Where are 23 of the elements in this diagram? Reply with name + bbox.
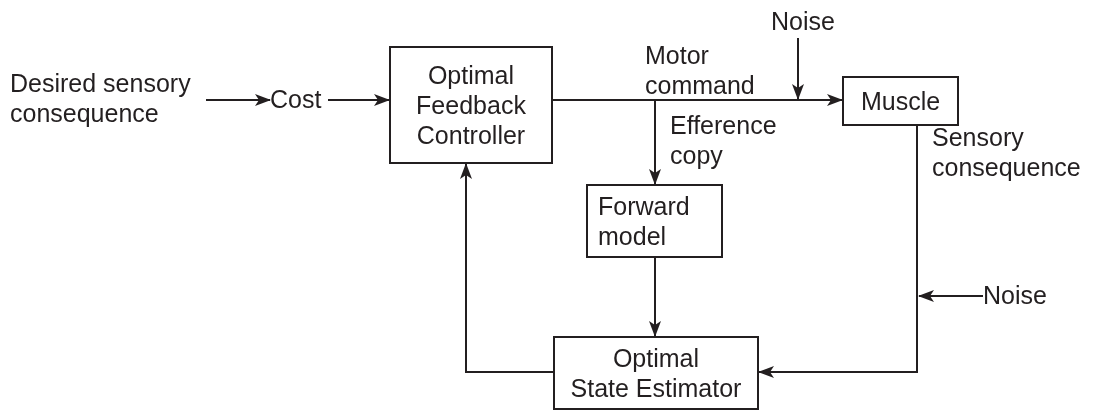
text-label: Cost: [270, 84, 328, 116]
arrow: [918, 290, 984, 302]
edge-label: Motor command: [645, 40, 756, 100]
text-label: Noise: [771, 6, 837, 38]
process-box: [553, 336, 759, 410]
box-label: Muscle: [860, 86, 941, 116]
process-box: [842, 76, 959, 126]
box-label: Optimal State Estimator: [570, 343, 742, 403]
arrow: [205, 94, 271, 106]
process-box: [586, 184, 723, 258]
arrow: [460, 163, 554, 373]
arrow: [649, 257, 661, 337]
text-label: Desired sensory consequence: [10, 68, 206, 130]
arrow: [327, 94, 390, 106]
arrow: [758, 125, 918, 378]
arrow: [552, 99, 661, 185]
process-box: [389, 46, 553, 164]
text-label: Noise: [983, 280, 1051, 312]
box-label: Optimal Feedback Controller: [415, 60, 527, 150]
box-label: Forward model: [598, 191, 691, 251]
edge-label: Efference copy: [670, 110, 778, 170]
arrow: [792, 37, 804, 100]
edge-label: Sensory consequence: [932, 122, 1082, 182]
